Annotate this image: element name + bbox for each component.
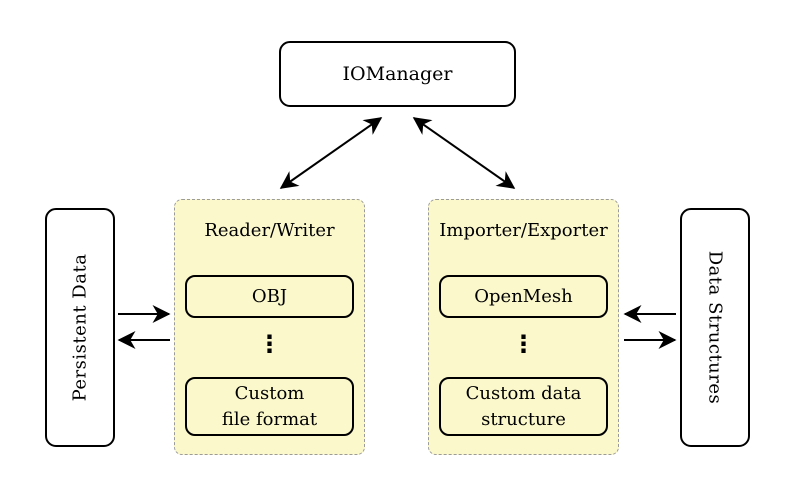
group-reader-writer: Reader/Writer OBJ ⋮ Custom file format [174, 199, 365, 455]
node-custom-data-structure-line1: Custom data [465, 382, 582, 404]
node-persistent-data-label: Persistent Data [69, 253, 91, 402]
node-openmesh-label: OpenMesh [474, 285, 573, 307]
vdots-reader-writer: ⋮ [257, 330, 282, 358]
vdots-importer-exporter: ⋮ [511, 330, 536, 358]
node-obj: OBJ [185, 275, 354, 318]
node-custom-data-structure-line2: structure [481, 408, 566, 430]
node-iomanager: IOManager [279, 41, 516, 107]
node-iomanager-label: IOManager [342, 63, 453, 85]
node-data-structures-label: Data Structures [704, 250, 726, 405]
group-importer-exporter-title: Importer/Exporter [439, 220, 608, 241]
node-openmesh: OpenMesh [439, 275, 608, 318]
node-data-structures: Data Structures [680, 208, 750, 447]
node-custom-data-structure: Custom data structure [439, 377, 608, 436]
node-obj-label: OBJ [251, 285, 288, 307]
node-custom-file-format-line1: Custom [234, 382, 305, 404]
group-importer-exporter: Importer/Exporter OpenMesh ⋮ Custom data… [428, 199, 619, 455]
node-custom-file-format: Custom file format [185, 377, 354, 436]
group-reader-writer-title: Reader/Writer [204, 220, 335, 241]
node-custom-file-format-line2: file format [221, 408, 318, 430]
node-persistent-data: Persistent Data [45, 208, 115, 447]
arrow-iomanager-readerwriter [279, 117, 383, 189]
arrow-iomanager-importerexporter [412, 117, 516, 189]
